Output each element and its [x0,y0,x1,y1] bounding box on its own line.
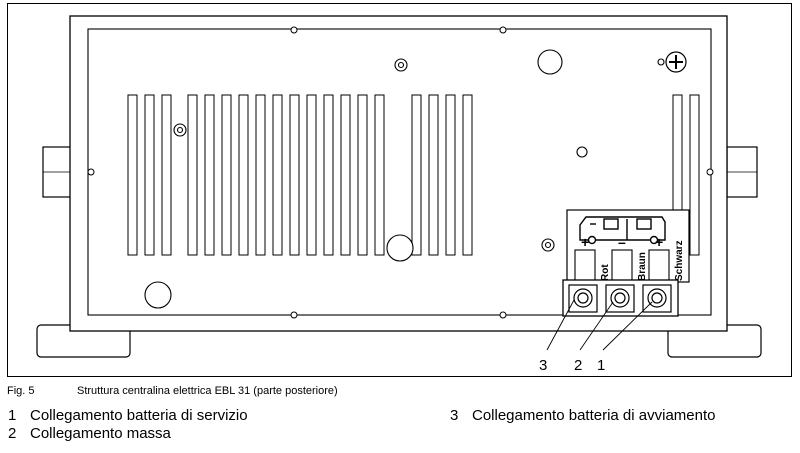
cooling-slots-right [411,94,473,256]
polarity-minus: – [618,234,626,250]
legend-item-3: 3 Collegamento batteria di avviamento [450,407,715,424]
legend-text: Collegamento batteria di avviamento [472,407,716,424]
cooling-slots-left [127,94,172,256]
callout-2: 2 [574,357,582,374]
ebl31-rear-diagram: + – + Rot Braun Schwarz 3 2 1 [7,3,792,377]
legend-item-1: 1 Collegamento batteria di servizio [8,407,248,424]
legend-number: 3 [450,407,459,424]
polarity-plus-left: + [581,234,589,250]
crosshead-screw-icon [665,51,687,73]
legend-number: 1 [8,407,17,424]
figure-caption: Struttura centralina elettrica EBL 31 (p… [77,385,338,397]
figure-frame [7,3,792,377]
connector-tabs [574,249,670,283]
edge-holes [290,26,507,319]
wire-label-schwarz: Schwarz [674,240,685,281]
callout-3: 3 [539,357,547,374]
polarity-plus-right: + [655,234,663,250]
plate-fixtures [144,49,665,309]
cooling-slots-middle [187,94,385,256]
legend-text: Collegamento massa [30,425,171,442]
wire-label-rot: Rot [600,264,611,281]
figure-number: Fig. 5 [7,385,35,397]
callout-leaders [546,299,653,351]
callout-1: 1 [597,357,605,374]
legend-item-2: 2 Collegamento massa [8,425,171,442]
legend-text: Collegamento batteria di servizio [30,407,248,424]
wire-label-braun: Braun [637,252,648,281]
legend-number: 2 [8,425,17,442]
motorhome-battery-icon [579,216,666,245]
terminal-screws [568,284,672,313]
